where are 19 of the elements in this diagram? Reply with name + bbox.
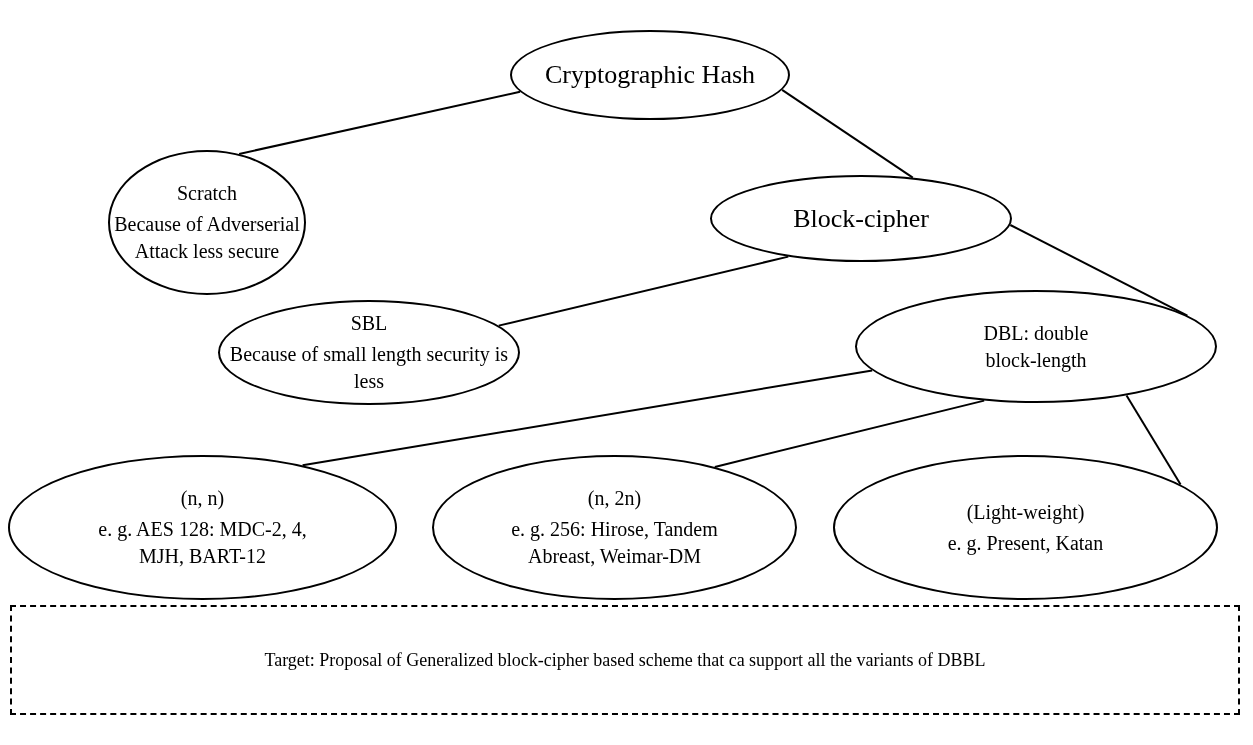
connector-line — [1125, 394, 1182, 486]
node-text: e. g. Present, Katan — [947, 530, 1104, 557]
node-heading: SBL — [350, 311, 388, 336]
node-text: Block-cipher — [793, 202, 929, 235]
node-text: Cryptographic Hash — [544, 59, 756, 92]
connector-line — [238, 90, 522, 155]
dashed-target-box — [10, 605, 1240, 715]
node-text: e. g. AES 128: MDC-2, 4, MJH, BART-12 — [97, 517, 308, 569]
node-text: Because of Adverserial Attack less secure — [113, 212, 301, 264]
node-text: DBL: double block-length — [982, 320, 1090, 374]
connector-line — [497, 255, 790, 327]
node-heading: Scratch — [177, 181, 237, 206]
connector-line — [301, 369, 874, 467]
node-heading: (Light-weight) — [966, 499, 1085, 526]
node-text: Because of small length security is less — [228, 342, 510, 394]
node-heading: (n, n) — [180, 486, 225, 512]
node-text: e. g. 256: Hirose, Tandem Abreast, Weimar-DM — [510, 517, 719, 569]
node-text: Target: Proposal of Generalized block-cipher based scheme that ca support all the variants of DBBL — [264, 648, 986, 672]
node-heading: (n, 2n) — [587, 486, 642, 512]
